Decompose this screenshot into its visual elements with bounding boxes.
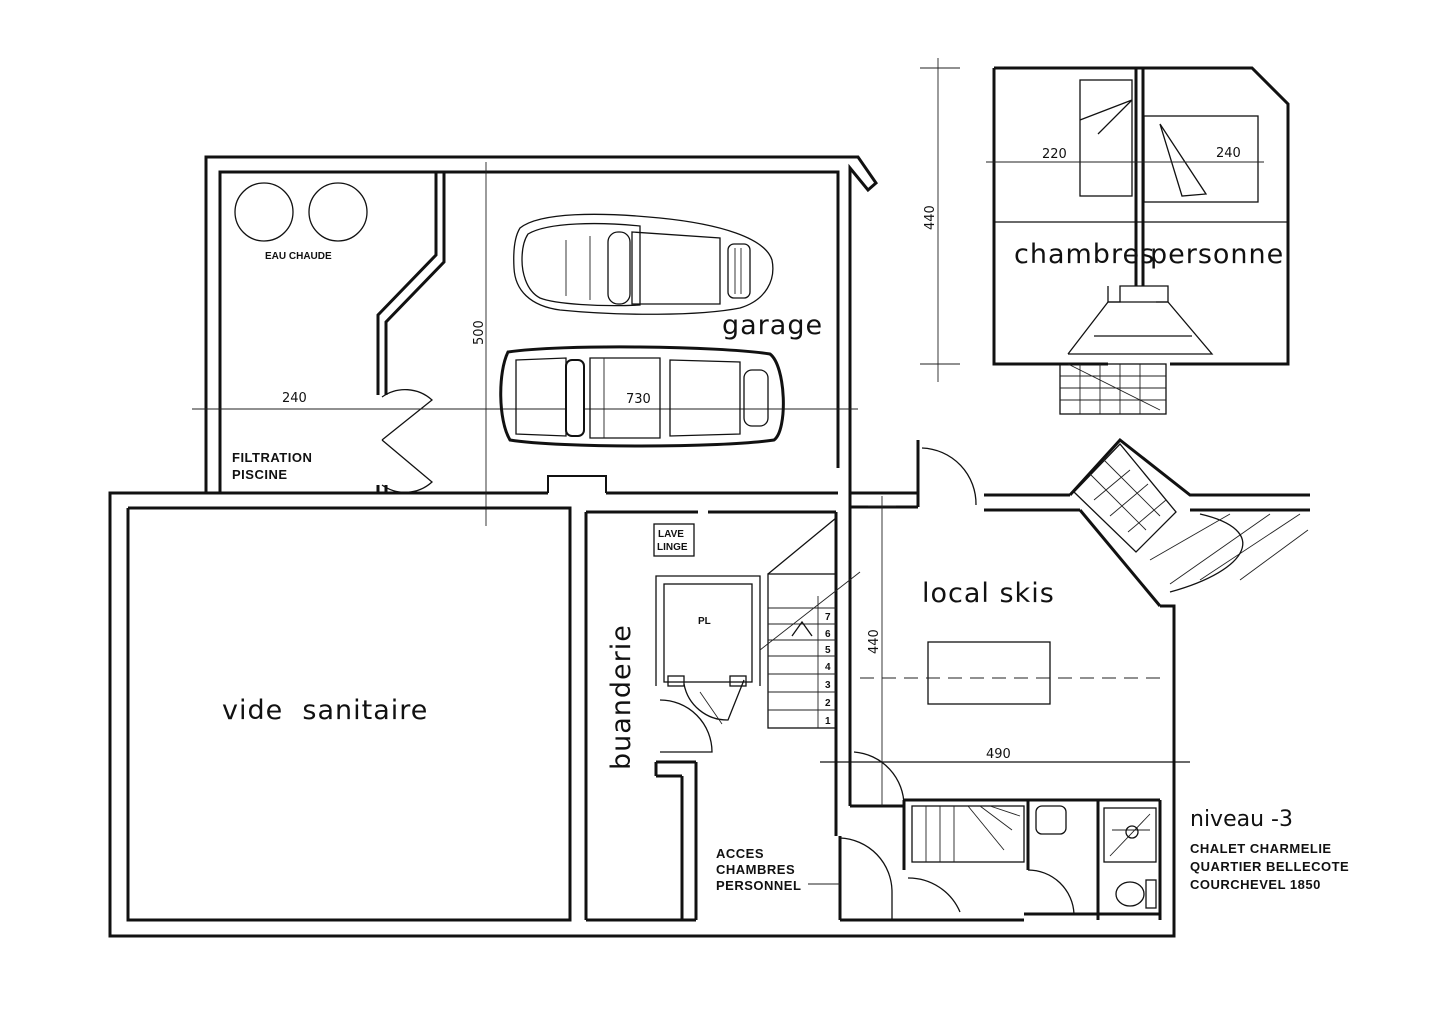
dimension-490: 490 (986, 747, 1011, 762)
dimension-240-garage: 240 (282, 391, 307, 406)
local-skis-label: local skis (922, 578, 1055, 609)
level-title: niveau -3 (1190, 807, 1293, 832)
acces-label-3: PERSONNEL (716, 878, 801, 893)
project-district: QUARTIER BELLECOTE (1190, 859, 1349, 874)
eau-chaude-label: EAU CHAUDE (265, 251, 332, 262)
garage-block-walls (204, 155, 878, 495)
car-bottom-icon (499, 345, 785, 448)
lave-label-1: LAVE (658, 529, 684, 540)
stair-step: 5 (825, 645, 831, 656)
pl-label: PL (698, 616, 711, 627)
project-town: COURCHEVEL 1850 (1190, 877, 1321, 892)
water-heater-tank-right (308, 182, 368, 242)
vide-sanitaire-label: vide sanitaire (222, 695, 428, 726)
dimension-440-top: 440 (923, 205, 938, 230)
dimension-220: 220 (1042, 147, 1067, 162)
stair-step: 1 (825, 716, 831, 727)
acces-label-2: CHAMBRES (716, 862, 795, 877)
filtration-label-2: PISCINE (232, 467, 288, 482)
dimension-440-skis: 440 (867, 629, 882, 654)
dimension-730: 730 (626, 392, 651, 407)
buanderie-label: buanderie (606, 624, 637, 770)
car-top-icon (513, 213, 774, 315)
stair-step: 7 (825, 612, 831, 623)
chambres-block-walls (992, 66, 1290, 415)
stair-step: 3 (825, 680, 831, 691)
garage-room-label: garage (722, 310, 823, 341)
lave-label-2: LINGE (657, 542, 688, 553)
personnel-label: personnel (1150, 239, 1293, 270)
project-name: CHALET CHARMELIE (1190, 841, 1332, 856)
title-block: niveau -3 CHALET CHARMELIE QUARTIER BELL… (1190, 807, 1349, 892)
stair-step: 6 (825, 629, 831, 640)
water-heater-tank-left (234, 182, 294, 242)
acces-label-1: ACCES (716, 846, 764, 861)
stair-step: 4 (825, 662, 831, 673)
dimension-500: 500 (472, 320, 487, 345)
chambres-label: chambres (1014, 239, 1155, 270)
filtration-label-1: FILTRATION (232, 450, 312, 465)
main-stairs: 7 6 5 4 3 2 1 (825, 612, 831, 727)
stair-step: 2 (825, 698, 831, 709)
dimension-240-chambres: 240 (1216, 146, 1241, 161)
lower-block-walls (108, 437, 1310, 938)
